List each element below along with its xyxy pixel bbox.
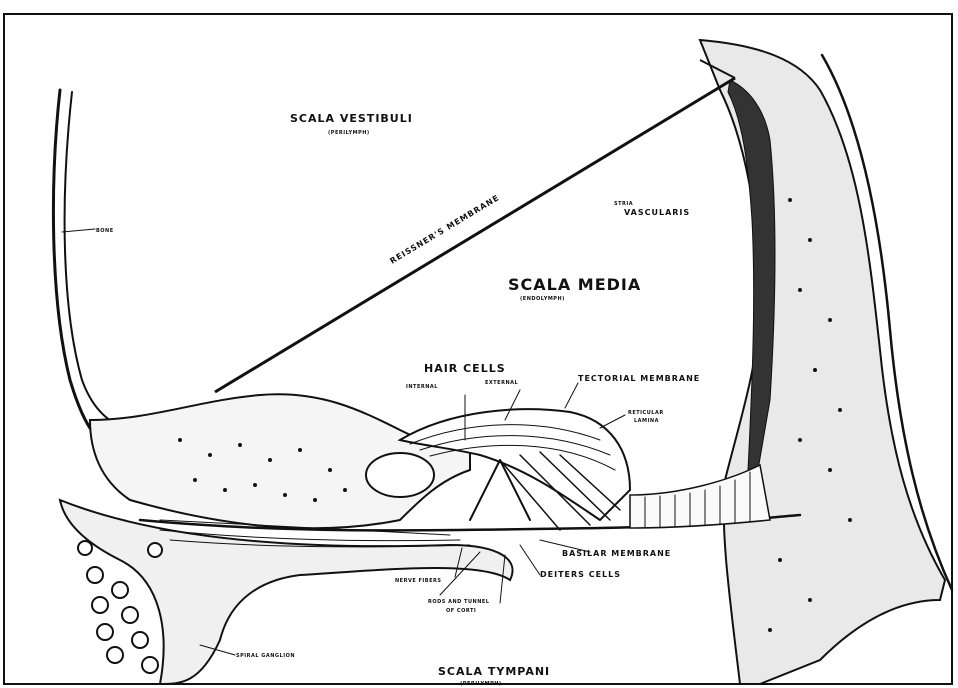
label-basilar-membrane: BASILAR MEMBRANE [562, 549, 671, 558]
label-stria-2: VASCULARIS [624, 208, 690, 217]
label-scala-tympani: SCALA TYMPANI [438, 665, 550, 678]
label-scala-vestibuli-sub: (PERILYMPH) [328, 130, 370, 136]
label-bone: BONE [96, 228, 114, 234]
label-scala-tympani-sub: (PERILYMPH) [460, 681, 502, 687]
spiral-ligament [700, 40, 945, 684]
label-rods-tunnel-2: OF CORTI [446, 608, 476, 614]
label-external: EXTERNAL [485, 380, 519, 386]
bone-wall-inner [65, 92, 200, 432]
label-spiral-ganglion: SPIRAL GANGLION [236, 653, 295, 659]
label-nerve-fibers: NERVE FIBERS [395, 578, 441, 584]
claudius-cells [630, 465, 770, 528]
label-rods-tunnel-1: RODS AND TUNNEL [428, 599, 490, 605]
stria-vascularis-band [728, 80, 775, 470]
label-hair-cells: HAIR CELLS [424, 362, 506, 375]
label-stria-1: STRIA [614, 201, 633, 207]
label-scala-media-sub: (ENDOLYMPH) [520, 296, 565, 302]
reissners-membrane-line [215, 78, 735, 392]
label-scala-media: SCALA MEDIA [508, 275, 641, 294]
label-tectorial-membrane: TECTORIAL MEMBRANE [578, 374, 700, 383]
label-internal: INTERNAL [406, 384, 438, 390]
inner-sulcus-cell [366, 453, 434, 497]
label-reticular-1: RETICULAR [628, 410, 664, 416]
label-scala-vestibuli: SCALA VESTIBULI [290, 112, 413, 125]
label-reticular-2: LAMINA [634, 418, 659, 424]
label-deiters-cells: DEITERS CELLS [540, 570, 621, 579]
